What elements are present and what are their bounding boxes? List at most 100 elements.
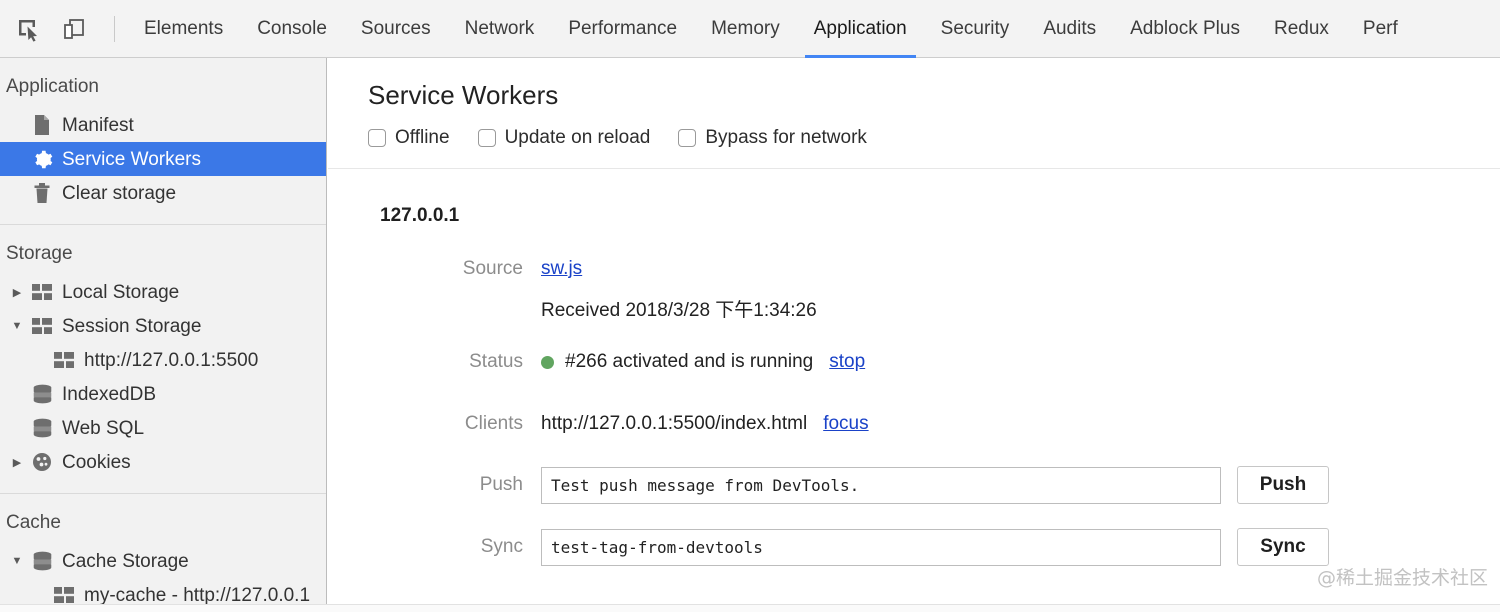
document-icon — [28, 114, 56, 136]
received-value: Received 2018/3/28 下午1:34:26 — [541, 299, 817, 321]
chevron-down-icon[interactable]: ▼ — [11, 320, 23, 332]
service-worker-details: Source sw.js Received 2018/3/28 下午1:34:2… — [328, 253, 1500, 578]
tab-application[interactable]: Application — [797, 0, 924, 58]
checkbox-box[interactable] — [477, 129, 496, 147]
tab-adblock-plus[interactable]: Adblock Plus — [1113, 0, 1257, 58]
tab-redux[interactable]: Redux — [1257, 0, 1346, 58]
chevron-right-icon[interactable]: ▶ — [12, 456, 22, 469]
status-indicator-icon — [541, 355, 554, 369]
tab-elements[interactable]: Elements — [127, 0, 240, 58]
sidebar-item-service-workers[interactable]: Service Workers — [0, 142, 326, 176]
status-text: #266 activated and is running — [565, 351, 814, 372]
page-title: Service Workers — [368, 80, 559, 110]
sidebar-item-my-cache[interactable]: my-cache - http://127.0.0.1 — [0, 578, 326, 612]
tab-label: Perf — [1362, 17, 1398, 39]
sync-label: Sync — [480, 536, 523, 557]
sidebar-item-manifest[interactable]: Manifest — [0, 108, 326, 142]
row-received: Received 2018/3/28 下午1:34:26 — [328, 285, 1500, 331]
source-label: Source — [462, 258, 523, 279]
trash-icon — [28, 182, 56, 204]
push-button[interactable]: Push — [1237, 466, 1329, 504]
toolbar-icon-group — [0, 9, 127, 49]
checkbox-label: Bypass for network — [705, 127, 867, 148]
tab-label: Redux — [1273, 17, 1329, 39]
tab-label: Console — [257, 17, 327, 39]
bottom-strip — [0, 605, 1500, 612]
checkbox-box[interactable] — [368, 129, 386, 147]
sidebar-item-cache-storage[interactable]: ▼ Cache Storage — [0, 544, 326, 578]
row-push: Push Push — [328, 454, 1500, 516]
row-clients: Clients http://127.0.0.1:5500/index.html… — [328, 393, 1500, 454]
push-label: Push — [479, 474, 523, 495]
sidebar-section-storage: Storage ▶ Local Storage ▼ Session Storag… — [0, 225, 326, 494]
tab-memory[interactable]: Memory — [694, 0, 797, 58]
sidebar-item-web-sql[interactable]: Web SQL — [0, 411, 326, 445]
tab-label: Elements — [144, 17, 224, 39]
tab-perf[interactable]: Perf — [1346, 0, 1415, 58]
chevron-right-icon[interactable]: ▶ — [12, 286, 22, 299]
tab-label: Security — [940, 17, 1010, 39]
tab-network[interactable]: Network — [448, 0, 552, 58]
sidebar-item-local-storage[interactable]: ▶ Local Storage — [0, 275, 326, 309]
tab-label: Performance — [568, 17, 678, 39]
sidebar-section-header: Application — [6, 76, 99, 97]
sidebar-section-application: Application Manifest Service Workers Cle… — [0, 58, 326, 225]
database-icon — [28, 384, 56, 404]
sidebar-divider — [0, 224, 326, 225]
inspect-element-icon[interactable] — [8, 9, 48, 49]
push-input[interactable] — [541, 466, 1221, 504]
sidebar-item-indexeddb[interactable]: IndexedDB — [0, 377, 326, 411]
sidebar-item-session-storage-origin[interactable]: http://127.0.0.1:5500 — [0, 343, 326, 377]
sync-button[interactable]: Sync — [1237, 528, 1329, 566]
toolbar-divider — [114, 15, 115, 42]
sidebar-item-label: Cache Storage — [62, 550, 189, 572]
tab-security[interactable]: Security — [924, 0, 1027, 58]
source-link[interactable]: sw.js — [541, 258, 583, 279]
stop-link[interactable]: stop — [829, 351, 866, 372]
devtools-toolbar: Elements Console Sources Network Perform… — [0, 0, 1500, 58]
checkbox-box[interactable] — [678, 129, 697, 147]
sidebar-item-label: IndexedDB — [62, 383, 157, 405]
clients-label: Clients — [464, 412, 523, 434]
tab-sources[interactable]: Sources — [344, 0, 448, 58]
tab-label: Audits — [1043, 17, 1097, 39]
sidebar-item-label: Session Storage — [62, 315, 202, 337]
database-icon — [28, 551, 56, 571]
row-status: Status #266 activated and is running sto… — [328, 331, 1500, 393]
sidebar-item-label: Clear storage — [62, 182, 177, 204]
checkbox-label: Update on reload — [504, 127, 651, 148]
bottom-divider — [0, 604, 1500, 605]
sidebar-item-clear-storage[interactable]: Clear storage — [0, 176, 326, 210]
sidebar-section-header: Cache — [6, 512, 61, 533]
tab-label: Sources — [360, 17, 431, 39]
chevron-down-icon[interactable]: ▼ — [11, 555, 23, 567]
sync-input[interactable] — [541, 528, 1221, 566]
sidebar-section-header: Storage — [6, 243, 73, 264]
table-icon — [28, 318, 56, 334]
source-value: sw.js — [541, 258, 582, 280]
tab-label: Memory — [711, 17, 780, 39]
tab-performance[interactable]: Performance — [551, 0, 694, 58]
watermark: @稀土掘金技术社区 — [1316, 567, 1488, 589]
row-source: Source sw.js — [328, 253, 1500, 285]
tab-audits[interactable]: Audits — [1026, 0, 1113, 58]
client-url: http://127.0.0.1:5500/index.html — [541, 412, 808, 434]
checkbox-label: Offline — [395, 127, 450, 148]
sidebar-section-cache: Cache ▼ Cache Storage my-cache - http://… — [0, 494, 326, 612]
tab-label: Network — [464, 17, 535, 39]
table-icon — [28, 284, 56, 300]
device-toolbar-icon[interactable] — [54, 9, 94, 49]
application-sidebar[interactable]: Application Manifest Service Workers Cle… — [0, 58, 327, 612]
checkbox-update-on-reload[interactable]: Update on reload — [477, 127, 651, 149]
status-value: #266 activated and is running stop — [541, 351, 865, 373]
focus-link[interactable]: focus — [823, 412, 869, 434]
sidebar-item-cookies[interactable]: ▶ Cookies — [0, 445, 326, 479]
cookie-icon — [28, 452, 56, 472]
sidebar-divider — [0, 493, 326, 494]
checkbox-bypass-for-network[interactable]: Bypass for network — [678, 127, 867, 149]
sidebar-item-label: Cookies — [62, 451, 131, 473]
checkbox-offline[interactable]: Offline — [368, 127, 450, 149]
sidebar-item-label: my-cache - http://127.0.0.1 — [84, 584, 311, 606]
tab-console[interactable]: Console — [240, 0, 344, 58]
sidebar-item-session-storage[interactable]: ▼ Session Storage — [0, 309, 326, 343]
